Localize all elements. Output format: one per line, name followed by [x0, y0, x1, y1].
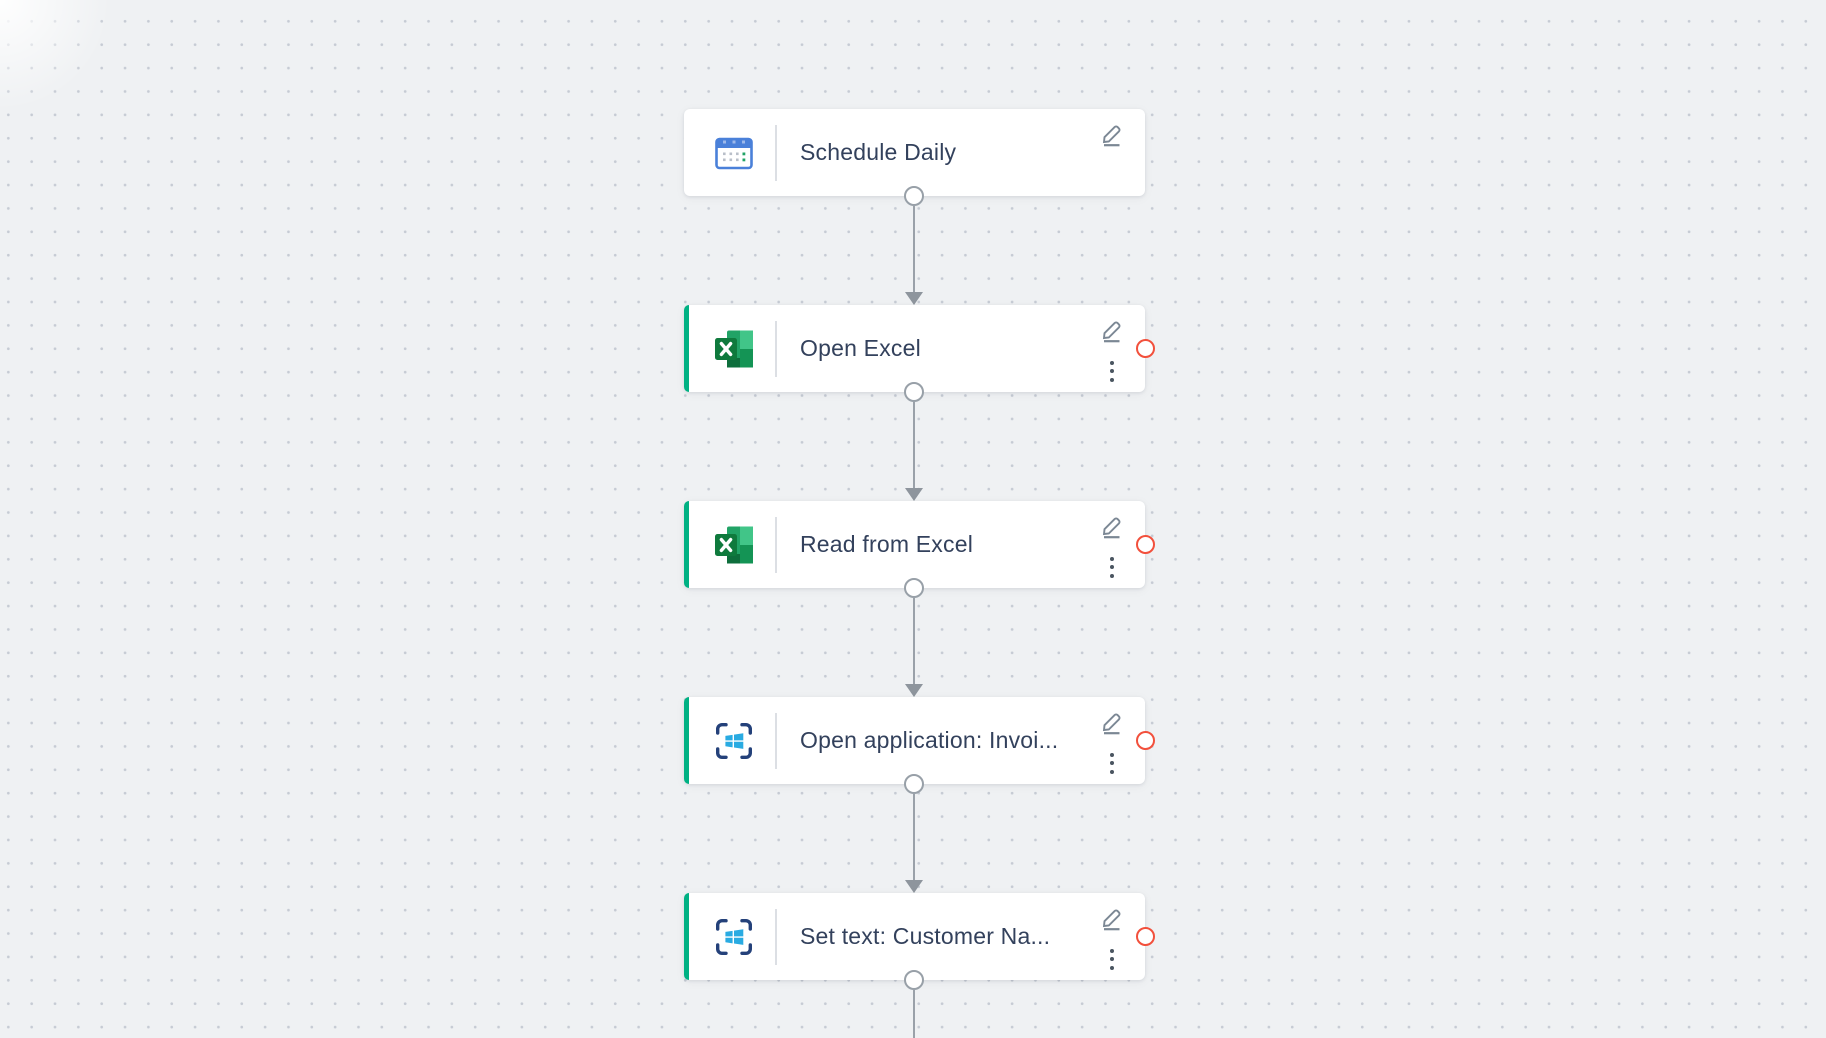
connector-port[interactable]	[904, 970, 924, 990]
node-accent-bar	[684, 305, 689, 392]
app-window-icon	[712, 915, 756, 959]
connector-arrow-icon	[905, 292, 923, 305]
connector-line	[913, 206, 915, 292]
connector-arrow-icon	[905, 488, 923, 501]
error-indicator	[1136, 338, 1155, 358]
excel-icon	[712, 523, 756, 567]
node-divider	[775, 124, 777, 181]
excel-icon	[712, 327, 756, 371]
app-window-icon	[712, 719, 756, 763]
node-title: Read from Excel	[800, 531, 974, 557]
node-title: Schedule Daily	[800, 139, 957, 165]
flow-node-schedule-daily[interactable]: Schedule Daily	[684, 109, 1145, 196]
node-title: Open Excel	[800, 335, 921, 361]
error-indicator	[1136, 926, 1155, 946]
node-accent-bar	[684, 697, 689, 784]
node-divider	[775, 516, 777, 573]
error-indicator	[1136, 534, 1155, 554]
node-divider	[775, 320, 777, 377]
more-options-button[interactable]	[1103, 358, 1121, 384]
canvas-corner-highlight	[0, 0, 120, 110]
calendar-icon	[712, 131, 756, 175]
node-divider	[775, 908, 777, 965]
connector-arrow-icon	[905, 684, 923, 697]
connector-port[interactable]	[904, 186, 924, 206]
connector-port[interactable]	[904, 774, 924, 794]
node-divider	[775, 712, 777, 769]
connector-line	[913, 402, 915, 488]
flow-node-open-application[interactable]: Open application: Invoi...	[684, 697, 1155, 784]
node-accent-bar	[684, 501, 689, 588]
more-options-button[interactable]	[1103, 554, 1121, 580]
node-accent-bar	[684, 893, 689, 980]
flow-node-read-from-excel[interactable]: Read from Excel	[684, 501, 1155, 588]
connector-line	[913, 794, 915, 880]
edit-button[interactable]	[1097, 315, 1127, 345]
edit-button[interactable]	[1097, 707, 1127, 737]
connector-port[interactable]	[904, 578, 924, 598]
more-options-button[interactable]	[1103, 750, 1121, 776]
edit-button[interactable]	[1097, 119, 1127, 149]
flow-node-set-text[interactable]: Set text: Customer Na...	[684, 893, 1155, 980]
connector-line	[913, 598, 915, 684]
connector-line	[913, 990, 915, 1038]
edit-button[interactable]	[1097, 903, 1127, 933]
connector-arrow-icon	[905, 880, 923, 893]
more-options-button[interactable]	[1103, 946, 1121, 972]
node-title: Set text: Customer Na...	[800, 923, 1051, 949]
connector-port[interactable]	[904, 382, 924, 402]
edit-button[interactable]	[1097, 511, 1127, 541]
flow-node-open-excel[interactable]: Open Excel	[684, 305, 1155, 392]
error-indicator	[1136, 730, 1155, 750]
node-title: Open application: Invoi...	[800, 727, 1059, 753]
